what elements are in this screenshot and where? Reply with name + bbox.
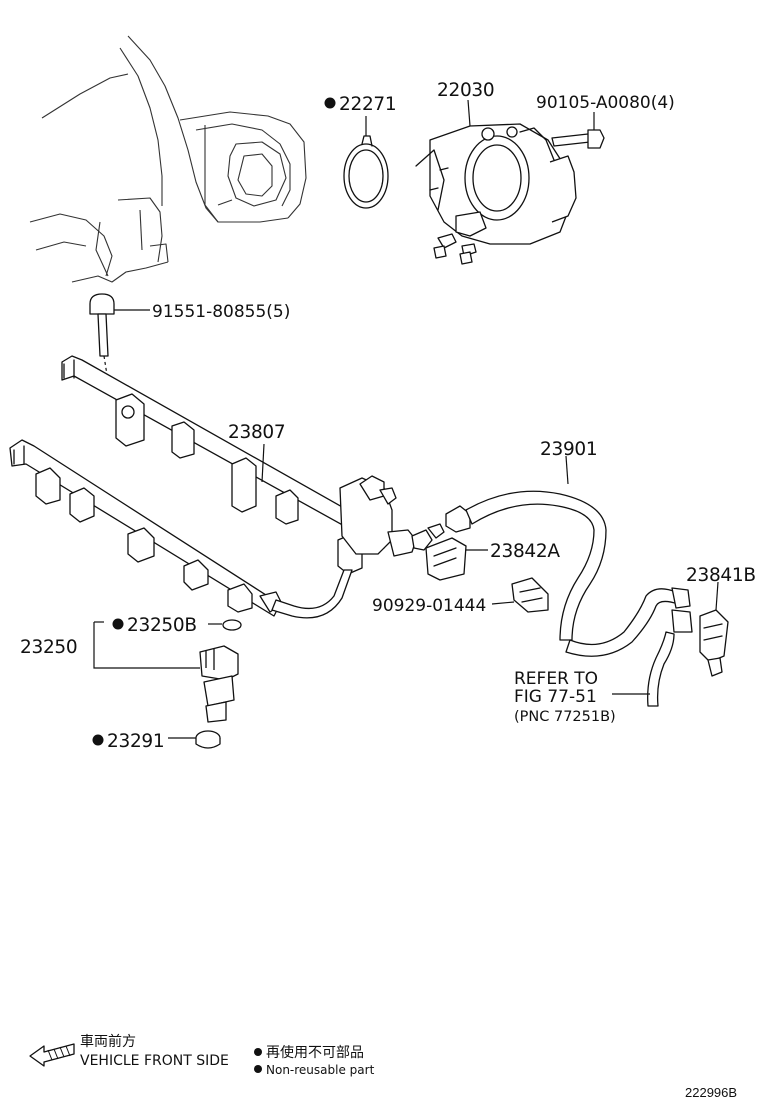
refer-line-1: REFER TO	[514, 669, 598, 689]
label-23250b: 23250B	[127, 615, 197, 636]
label-90929-01444: 90929-01444	[372, 596, 486, 616]
label-23250: 23250	[20, 637, 77, 658]
label-90105-a0080: 90105-A0080(4)	[536, 93, 675, 113]
bolt-91551-drawing	[89, 293, 150, 395]
bolt-90105-drawing	[551, 112, 605, 149]
label-23842a: 23842A	[490, 541, 560, 562]
non-reusable-bullet	[324, 97, 336, 109]
legend-bullet	[254, 1065, 262, 1073]
injector-23250-drawing	[93, 621, 239, 723]
label-22030: 22030	[437, 80, 494, 101]
clip-90929-drawing	[491, 577, 549, 613]
figure-number: 222996B	[685, 1085, 737, 1100]
legend-bullet	[254, 1048, 262, 1056]
refer-line-3: (PNC 77251B)	[514, 709, 616, 725]
fuel-hose-23901-drawing	[445, 455, 693, 707]
intake-manifold-drawing	[29, 35, 307, 283]
label-23291: 23291	[107, 731, 164, 752]
front-arrow-icon	[29, 1043, 75, 1067]
delivery-pipe-23807-drawing	[9, 355, 445, 619]
clamp-23842a-drawing	[425, 537, 488, 581]
throttle-body-22030-drawing	[415, 99, 577, 265]
clamp-23841b-drawing	[699, 581, 729, 677]
non-reusable-bullet	[92, 734, 104, 746]
legend-nonreuse-en: Non-reusable part	[266, 1063, 375, 1077]
legend-front-jp: 車両前方	[80, 1033, 136, 1050]
label-23841b: 23841B	[686, 565, 756, 586]
oring-23250b-drawing	[208, 619, 242, 631]
legend-front-en: VEHICLE FRONT SIDE	[80, 1053, 229, 1069]
label-23807: 23807	[228, 422, 285, 443]
legend-nonreuse-jp: 再使用不可部品	[266, 1044, 364, 1061]
non-reusable-bullet	[112, 618, 124, 630]
gasket-22271-drawing	[343, 116, 389, 209]
refer-line-2: FIG 77-51	[514, 687, 597, 707]
label-91551-80855: 91551-80855(5)	[152, 302, 290, 322]
insulator-23291-drawing	[168, 730, 221, 749]
label-23901: 23901	[540, 439, 597, 460]
label-22271: 22271	[339, 94, 396, 115]
